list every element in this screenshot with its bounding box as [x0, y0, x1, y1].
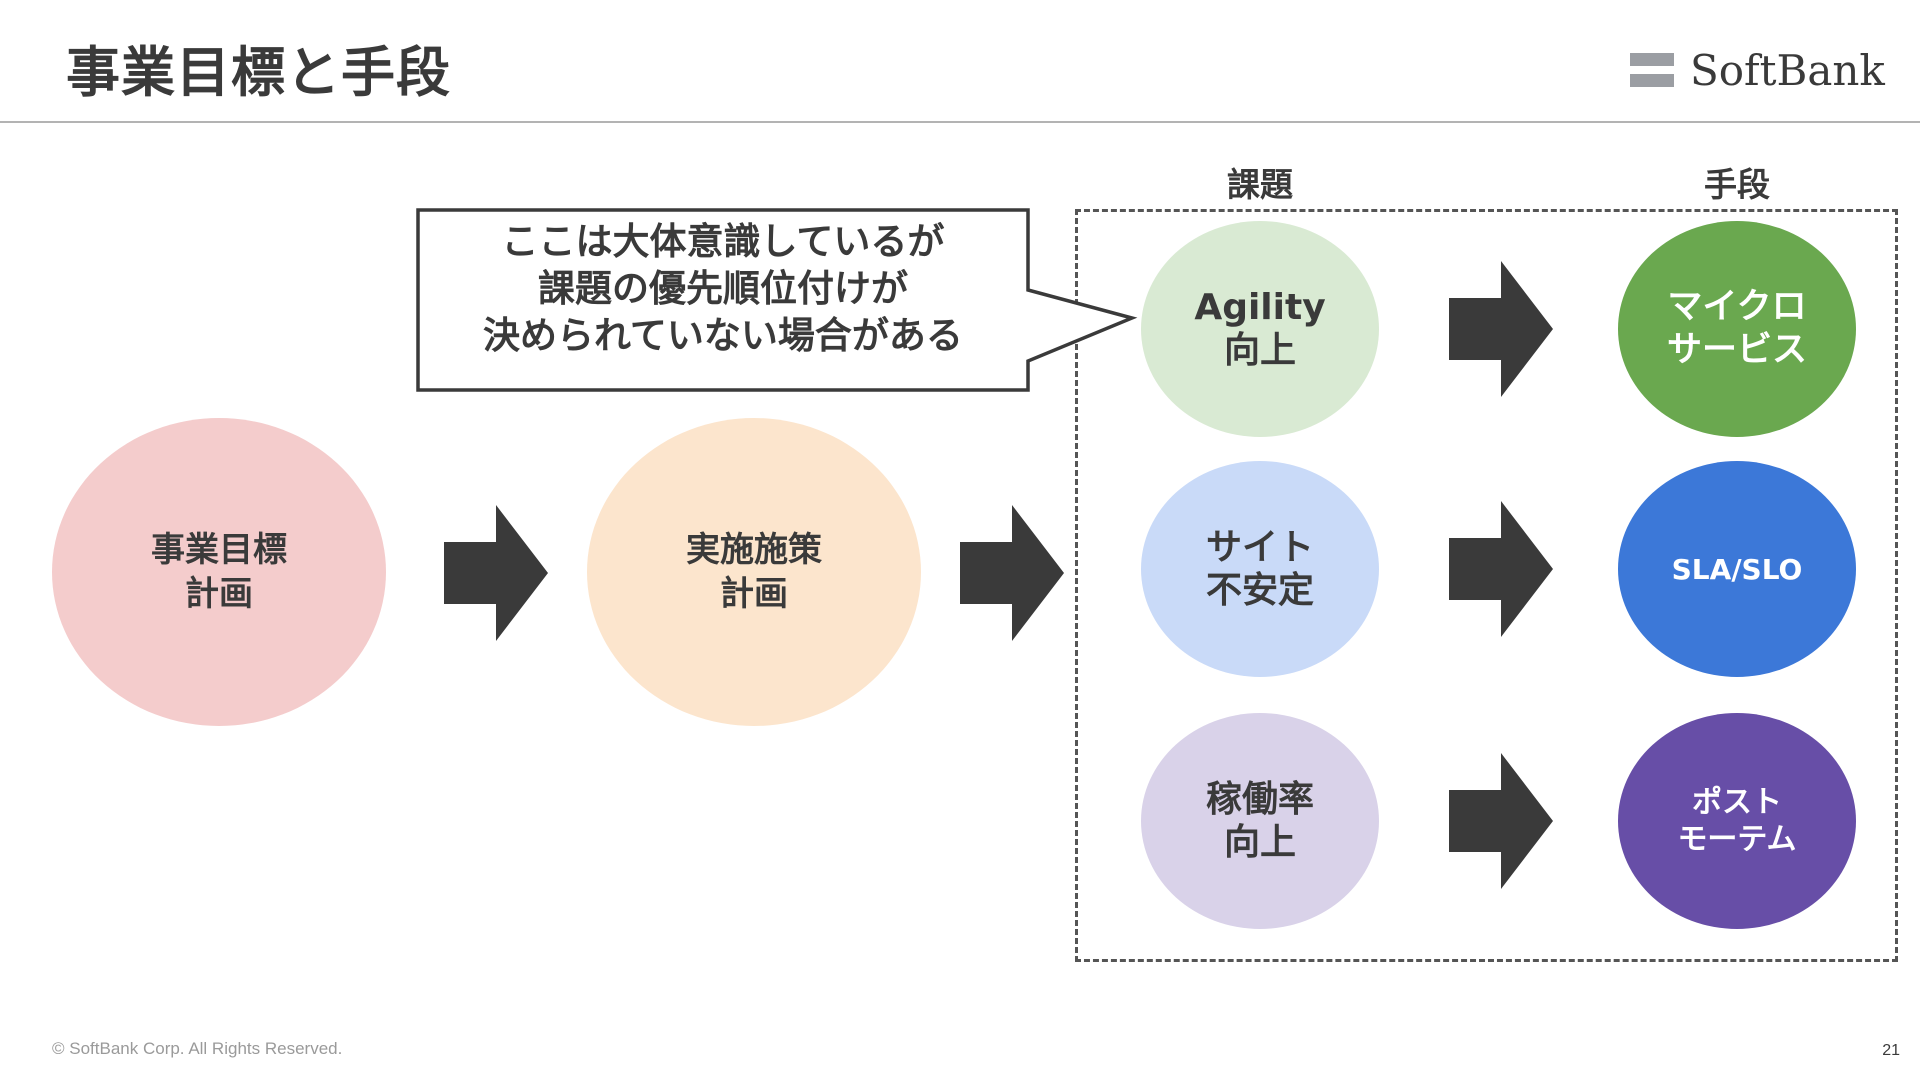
arrow-right-icon: [444, 505, 548, 641]
node-label: 不安定: [1205, 570, 1314, 611]
logo-bars-icon: [1630, 53, 1674, 87]
softbank-logo: SoftBank: [1630, 46, 1885, 95]
node-label: SLA/SLO: [1671, 552, 1803, 586]
node-label: 計画: [720, 574, 788, 614]
logo-text: SoftBank: [1690, 46, 1885, 95]
node-label: 向上: [1223, 822, 1296, 863]
node-implementation-plan: 実施施策 計画: [587, 418, 921, 726]
node-label: マイクロ: [1667, 287, 1807, 327]
callout-text: ここは大体意識しているが 課題の優先順位付けが 決められていない場合がある: [418, 218, 1028, 359]
node-label: Agility: [1194, 287, 1326, 328]
page-number: 21: [1882, 1042, 1900, 1059]
header-divider: [0, 121, 1920, 123]
means-microservices: マイクロ サービス: [1618, 221, 1856, 437]
node-label: サイト: [1205, 527, 1314, 568]
callout-line: 課題の優先順位付けが: [538, 267, 908, 310]
node-label: 実施施策: [686, 530, 822, 570]
arrow-right-icon: [1449, 753, 1553, 889]
arrow-right-icon: [1449, 261, 1553, 397]
means-sla-slo: SLA/SLO: [1618, 461, 1856, 677]
node-label: 稼働率: [1205, 779, 1314, 820]
node-label: 向上: [1223, 330, 1296, 371]
column-label-issues: 課題: [1227, 165, 1293, 204]
issue-agility: Agility 向上: [1141, 221, 1379, 437]
issue-uptime: 稼働率 向上: [1141, 713, 1379, 929]
issue-site-unstable: サイト 不安定: [1141, 461, 1379, 677]
node-label: サービス: [1666, 330, 1807, 370]
callout-line: 決められていない場合がある: [483, 314, 963, 357]
node-label: ポスト: [1692, 785, 1782, 820]
node-label: モーテム: [1677, 822, 1797, 857]
arrow-right-icon: [1449, 501, 1553, 637]
node-label: 計画: [185, 574, 253, 614]
footer-copyright: © SoftBank Corp. All Rights Reserved.: [52, 1039, 343, 1058]
arrow-right-icon: [960, 505, 1064, 641]
node-label: 事業目標: [151, 530, 287, 570]
node-business-goal: 事業目標 計画: [52, 418, 386, 726]
column-label-means: 手段: [1704, 165, 1770, 204]
callout-line: ここは大体意識しているが: [501, 220, 945, 263]
slide-title: 事業目標と手段: [66, 41, 451, 104]
means-postmortem: ポスト モーテム: [1618, 713, 1856, 929]
issues-means-group-box: [1075, 209, 1898, 962]
